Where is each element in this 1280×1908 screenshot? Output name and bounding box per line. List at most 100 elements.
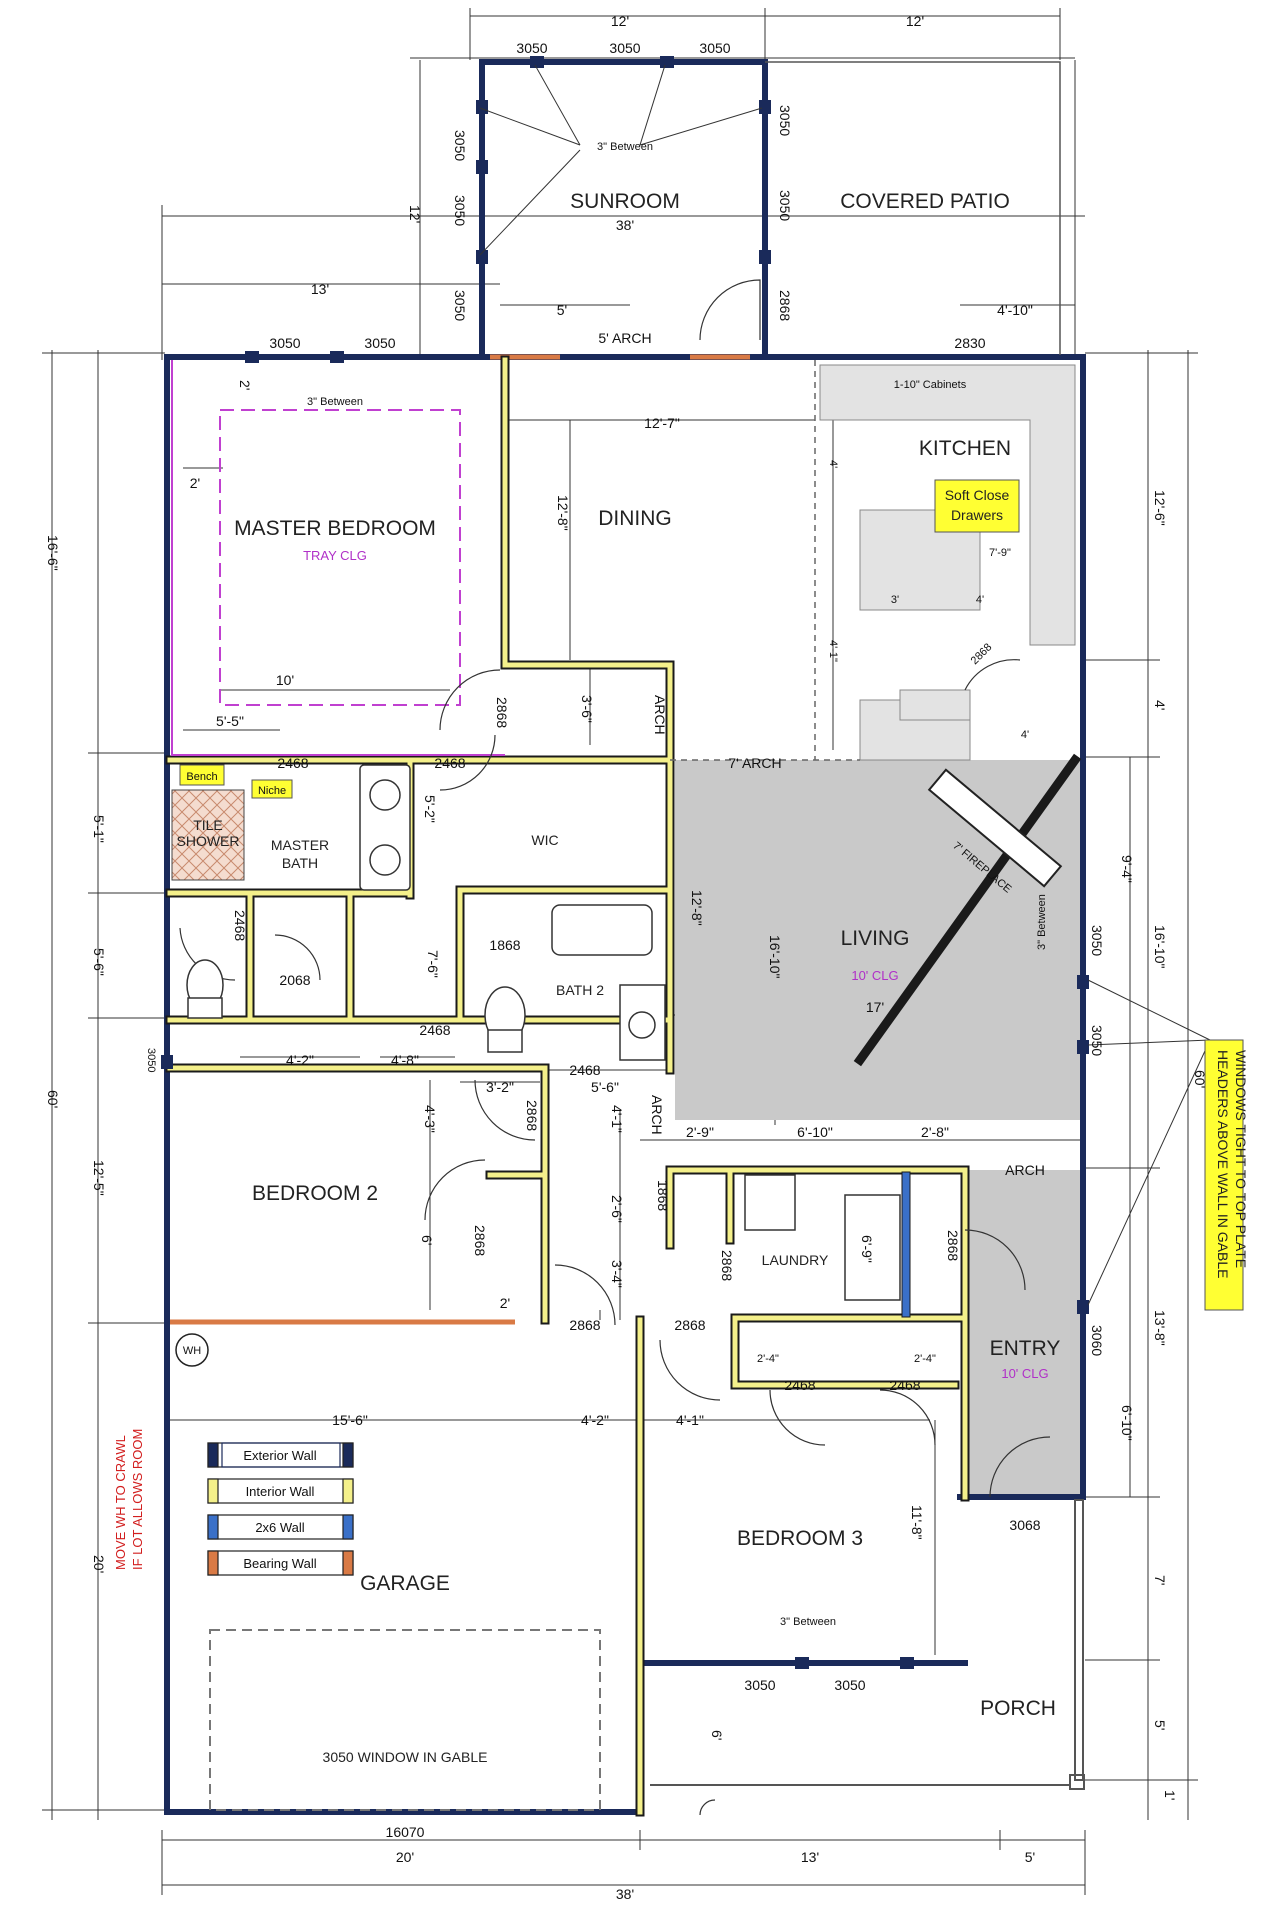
dim-label: 13' — [801, 1849, 819, 1865]
legend-swatches — [207, 1442, 354, 1576]
dim-label: 3050 — [1089, 1025, 1105, 1056]
dim-label: 2468 — [419, 1022, 450, 1038]
dim-label: 2868 — [524, 1100, 540, 1131]
dim-label: 2468 — [889, 1377, 920, 1393]
dim-label: 2468 — [569, 1062, 600, 1078]
dim-label: 3' — [891, 594, 899, 606]
dim-label: 3050 — [699, 40, 730, 56]
dim-label: 3050 — [744, 1677, 775, 1693]
dim-label: 4' — [1152, 700, 1168, 710]
entry-floor — [965, 1170, 1083, 1495]
soft-close-line2: Drawers — [951, 507, 1003, 523]
dim-label: 4' — [827, 460, 839, 468]
dim-label: 7'-6" — [425, 950, 441, 978]
dim-label: 38' — [616, 1886, 634, 1902]
dim-label: 2'-8" — [921, 1124, 949, 1140]
dim-label: 20' — [91, 1555, 107, 1573]
dim-label: 2' — [500, 1295, 510, 1311]
dim-label: 7'-9" — [989, 547, 1011, 559]
legend-interior: Interior Wall — [246, 1484, 315, 1499]
dim-label: 7' — [1152, 1575, 1168, 1585]
dim-label: ARCH — [652, 695, 668, 735]
interior-walls — [165, 355, 1082, 1817]
dim-label: 12'-8" — [689, 890, 705, 926]
room-label-living: LIVING — [841, 927, 910, 950]
dim-label: 5'-6" — [91, 948, 107, 976]
room-label-tile-shower-1: TILE — [193, 817, 223, 833]
room-label-master-bath-2: BATH — [282, 855, 318, 871]
dim-label: 4'-10" — [997, 302, 1033, 318]
dim-label: 12' — [906, 13, 924, 29]
room-label-tile-shower-2: SHOWER — [177, 833, 240, 849]
dim-label: 4'-1" — [609, 1105, 625, 1133]
dim-label: 12'-5" — [91, 1160, 107, 1196]
dim-label: 2468 — [277, 755, 308, 771]
dim-label: 60' — [1192, 1070, 1208, 1088]
dim-label: 3" Between — [1036, 894, 1048, 950]
dim-label: 10' — [276, 672, 294, 688]
dim-label: 13' — [311, 281, 329, 297]
room-label-master-bedroom: MASTER BEDROOM — [234, 517, 436, 540]
dim-label: 6' — [709, 1730, 725, 1740]
legend-2x6: 2x6 Wall — [255, 1520, 304, 1535]
dim-label: 38' — [616, 217, 634, 233]
entry-clg-note: 10' CLG — [1001, 1366, 1048, 1381]
dim-label: 4'-3" — [422, 1105, 438, 1133]
wh-label: WH — [183, 1345, 201, 1357]
dim-label: 3068 — [1009, 1517, 1040, 1533]
dim-label: ARCH — [649, 1095, 665, 1135]
water-heater — [175, 1333, 209, 1367]
room-label-bedroom2: BEDROOM 2 — [252, 1182, 378, 1205]
room-label-sunroom: SUNROOM — [570, 190, 680, 213]
dim-label: 2468 — [784, 1377, 815, 1393]
dim-label: 3050 — [145, 1048, 157, 1072]
dim-label: 3" Between — [307, 396, 363, 408]
living-clg-note: 10' CLG — [851, 968, 898, 983]
dim-label: 16070 — [386, 1824, 425, 1840]
dim-label: 6'-9" — [859, 1235, 875, 1263]
dim-label: 1' — [1162, 1790, 1178, 1800]
dim-label: 2868 — [494, 697, 510, 728]
dim-label: 2' — [237, 380, 253, 390]
dim-label: 12'-6" — [1152, 490, 1168, 526]
dim-label: 11'-8" — [909, 1505, 925, 1540]
dim-label: 5' — [1152, 1720, 1168, 1730]
dim-label: 12'-7" — [644, 415, 680, 431]
bench-label: Bench — [186, 771, 217, 783]
dim-label: 9'-4" — [1119, 855, 1135, 883]
room-label-wic: WIC — [531, 832, 558, 848]
dim-label: 3'-6" — [579, 695, 595, 723]
garage-door-outline — [209, 1629, 601, 1811]
dim-label: 2'-4" — [757, 1353, 779, 1365]
dim-label: 5'-2" — [422, 795, 438, 823]
headers-note-line2: WINDOWS TIGHT TO TOP PLATE — [1233, 1050, 1249, 1268]
master-boundary — [171, 360, 505, 756]
soft-close-line1: Soft Close — [945, 487, 1010, 503]
dim-label: 60' — [45, 1090, 61, 1108]
room-label-porch: PORCH — [980, 1697, 1056, 1720]
room-label-master-bath-1: MASTER — [271, 837, 329, 853]
dim-label: 4'-2" — [286, 1052, 314, 1068]
dim-label: 4'-2" — [581, 1412, 609, 1428]
dim-label: 2868 — [569, 1317, 600, 1333]
dim-label: 3" Between — [780, 1616, 836, 1628]
room-label-kitchen: KITCHEN — [919, 437, 1011, 460]
windows — [161, 56, 1089, 1669]
dim-label: 7' ARCH — [728, 755, 781, 771]
dim-label: 6'-10" — [1119, 1405, 1135, 1441]
bench-callout — [179, 764, 225, 786]
room-label-laundry: LAUNDRY — [762, 1252, 829, 1268]
dimension-labels: 12' 12' 3050 3050 3050 3" Between 3050 3… — [45, 13, 1208, 1902]
dim-label: 2468 — [434, 755, 465, 771]
dim-label: 4'-1" — [827, 640, 839, 662]
dim-label: 15'-6" — [332, 1412, 368, 1428]
dim-label: 5'-6" — [591, 1079, 619, 1095]
dim-label: 3050 — [452, 290, 468, 321]
wh-note-line1: MOVE WH TO CRAWL — [113, 1435, 128, 1570]
sunroom-pointer-lines — [479, 64, 1211, 1306]
tray-ceiling-outline — [219, 409, 461, 706]
dim-label: 4'-1" — [676, 1412, 704, 1428]
kitchen-cabinets — [819, 364, 1076, 761]
garage-window-note: 3050 WINDOW IN GABLE — [323, 1749, 488, 1765]
dim-label: 2'-4" — [914, 1353, 936, 1365]
